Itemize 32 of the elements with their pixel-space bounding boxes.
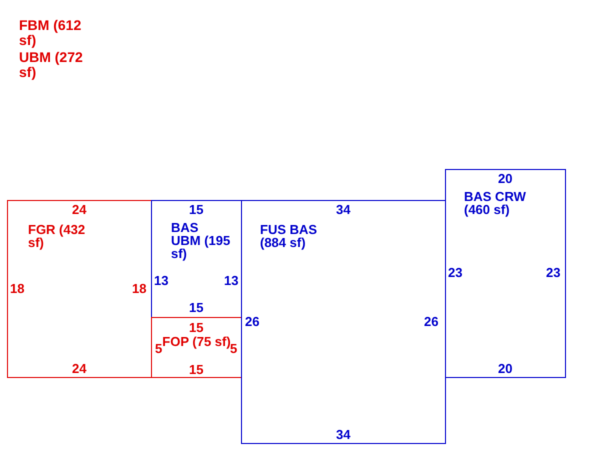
dimension-label: 5 bbox=[230, 342, 238, 355]
dimension-label: 13 bbox=[224, 274, 238, 287]
dimension-label: 26 bbox=[424, 315, 438, 328]
dimension-label: 18 bbox=[132, 282, 146, 295]
dimension-label: 15 bbox=[189, 321, 204, 334]
dimension-label: 15 bbox=[189, 203, 204, 216]
room-outline bbox=[241, 200, 446, 444]
room-label: BAS UBM (195 sf) bbox=[171, 221, 231, 260]
dimension-label: 13 bbox=[154, 274, 168, 287]
dimension-label: 20 bbox=[498, 172, 512, 185]
dimension-label: 23 bbox=[448, 266, 462, 279]
room-label: BAS CRW (460 sf) bbox=[464, 190, 527, 216]
room-outline bbox=[7, 200, 152, 378]
dimension-label: 5 bbox=[155, 342, 162, 355]
note-text: FBM (612 sf) bbox=[19, 18, 82, 48]
dimension-label: 20 bbox=[498, 362, 512, 375]
room-outline bbox=[151, 200, 242, 318]
dimension-label: 34 bbox=[336, 203, 350, 216]
room-label: FUS BAS (884 sf) bbox=[260, 223, 318, 249]
dimension-label: 24 bbox=[72, 362, 86, 375]
dimension-label: 18 bbox=[10, 282, 24, 295]
room-outline bbox=[445, 169, 566, 378]
dimension-label: 34 bbox=[336, 428, 350, 441]
dimension-label: 15 bbox=[189, 301, 204, 314]
room-outline bbox=[151, 317, 242, 378]
note-text: UBM (272 sf) bbox=[19, 50, 84, 80]
dimension-label: 26 bbox=[245, 315, 260, 328]
room-label: FOP (75 sf) bbox=[162, 335, 231, 348]
dimension-label: 23 bbox=[546, 266, 560, 279]
dimension-label: 15 bbox=[189, 363, 204, 376]
dimension-label: 24 bbox=[72, 203, 86, 216]
room-label: FGR (432 sf) bbox=[28, 223, 86, 249]
